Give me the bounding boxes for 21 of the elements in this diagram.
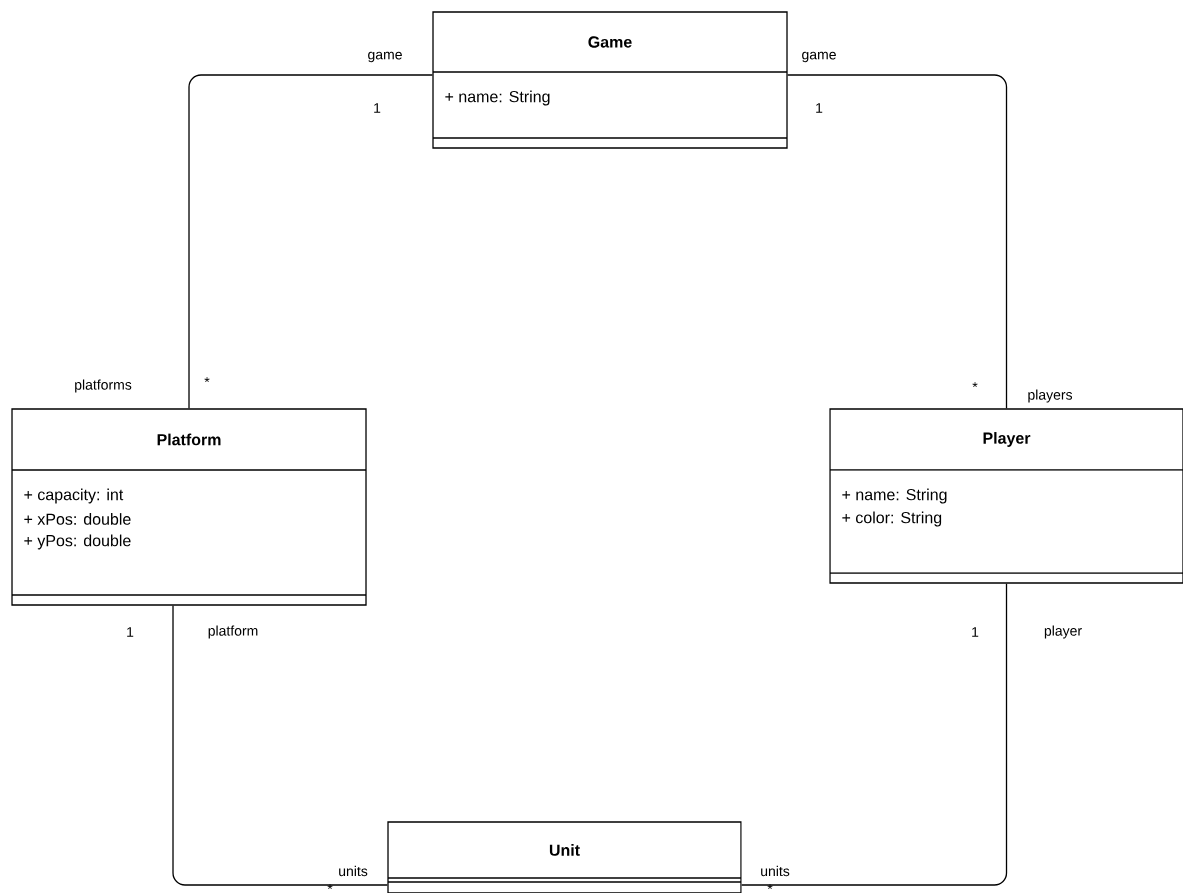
class-box: Game + name: String — [432, 11, 788, 149]
association-line — [787, 74, 1008, 409]
association-line — [741, 583, 1008, 886]
class-box: Unit — [387, 821, 742, 893]
role-name: game — [368, 51, 402, 63]
role-name: units — [761, 865, 790, 877]
association-line — [188, 74, 433, 409]
role-name: game — [802, 51, 836, 63]
class-box: Platform + capacity: int + xPos: double + yPos: double — [11, 408, 367, 606]
multiplicity: * — [972, 382, 978, 388]
role-name: player — [1044, 625, 1082, 639]
association-line — [172, 605, 388, 886]
multiplicity: 1 — [816, 103, 823, 113]
multiplicity: 1 — [374, 103, 381, 113]
multiplicity: * — [204, 377, 210, 383]
role-name: units — [339, 865, 368, 877]
multiplicity: 1 — [972, 627, 979, 637]
role-name: platform — [208, 625, 258, 639]
multiplicity: 1 — [127, 627, 134, 637]
class-box: Player + name: String + color: String — [829, 408, 1183, 584]
role-name: platforms — [75, 379, 132, 393]
